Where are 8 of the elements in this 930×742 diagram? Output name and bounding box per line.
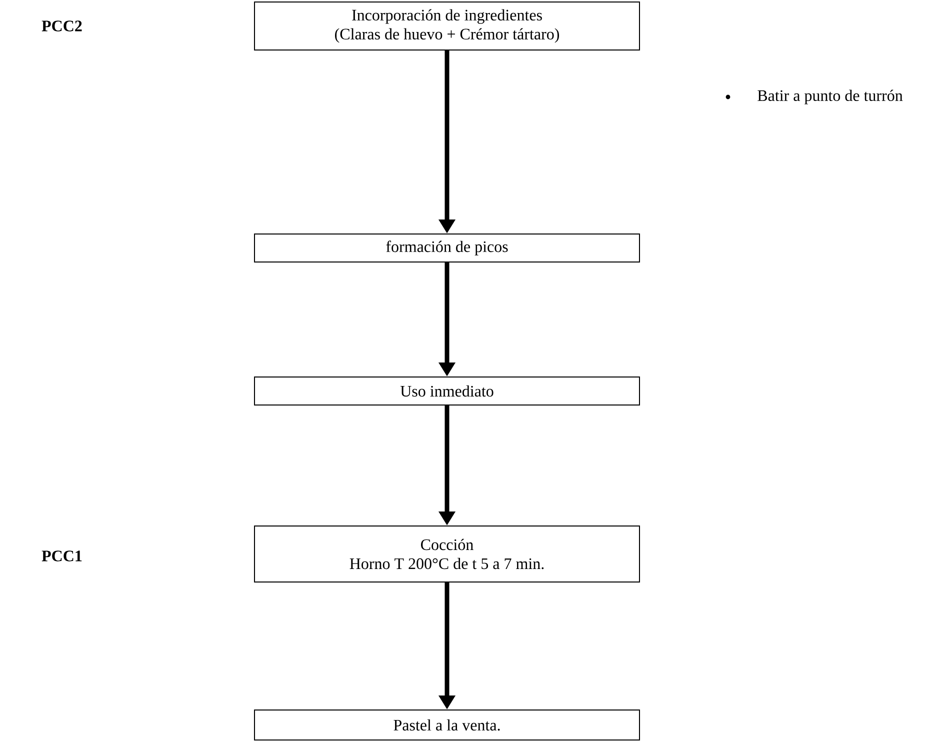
control-point-label: PCC1 <box>42 550 82 562</box>
process-box: Cocción Horno T 200°C de t 5 a 7 min. <box>254 526 640 582</box>
note-text: Batir a punto de turrón <box>758 90 903 104</box>
process-box: Uso inmediato <box>254 376 640 406</box>
control-point-label: PCC2 <box>42 20 82 32</box>
process-box: formación de picos <box>254 234 640 262</box>
process-box: Pastel a la venta. <box>254 710 640 740</box>
process-box: Incorporación de ingredientes (Claras de huevo + Crémor tártaro) <box>254 2 640 50</box>
